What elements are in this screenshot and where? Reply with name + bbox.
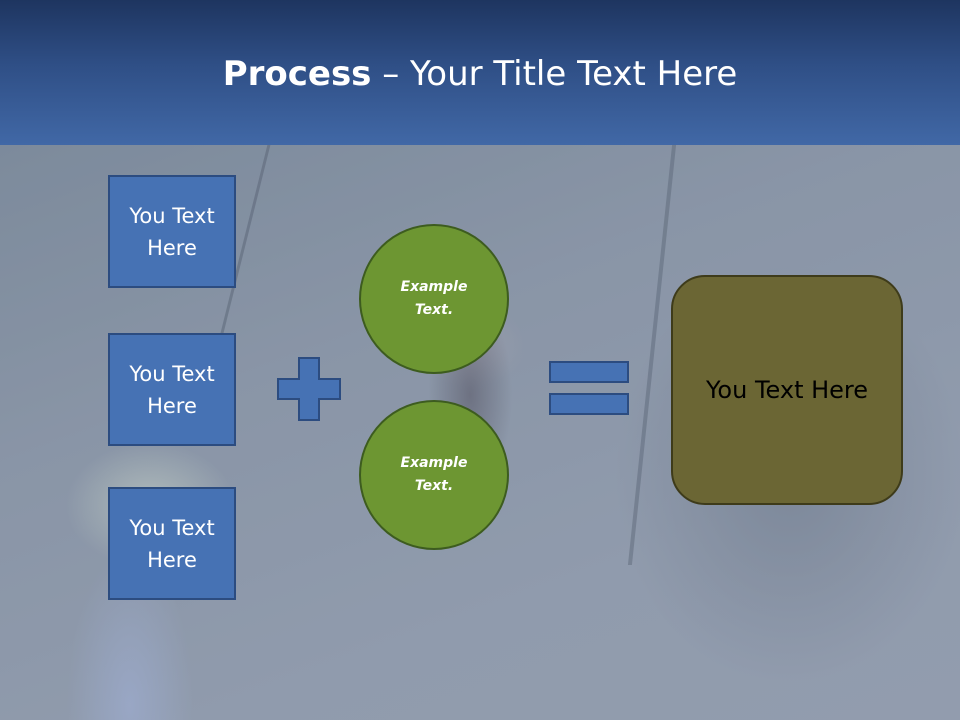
circle-label: Example Text.: [391, 452, 477, 498]
result-label: You Text Here: [706, 375, 868, 405]
text-box-label: You Text Here: [122, 512, 222, 576]
circle-label: Example Text.: [391, 276, 477, 322]
text-box-3[interactable]: You Text Here: [108, 487, 236, 600]
text-box-label: You Text Here: [122, 200, 222, 264]
text-box-label: You Text Here: [122, 358, 222, 422]
title-bold-part: Process: [223, 54, 372, 94]
plus-icon[interactable]: [277, 357, 341, 421]
result-box[interactable]: You Text Here: [671, 275, 903, 505]
text-box-1[interactable]: You Text Here: [108, 175, 236, 288]
example-circle-1[interactable]: Example Text.: [359, 224, 509, 374]
equals-icon[interactable]: [549, 361, 629, 416]
title-bar: Process – Your Title Text Here: [0, 0, 960, 145]
slide-title[interactable]: Process – Your Title Text Here: [0, 52, 960, 96]
title-rest-part: – Your Title Text Here: [371, 54, 737, 94]
example-circle-2[interactable]: Example Text.: [359, 400, 509, 550]
text-box-2[interactable]: You Text Here: [108, 333, 236, 446]
